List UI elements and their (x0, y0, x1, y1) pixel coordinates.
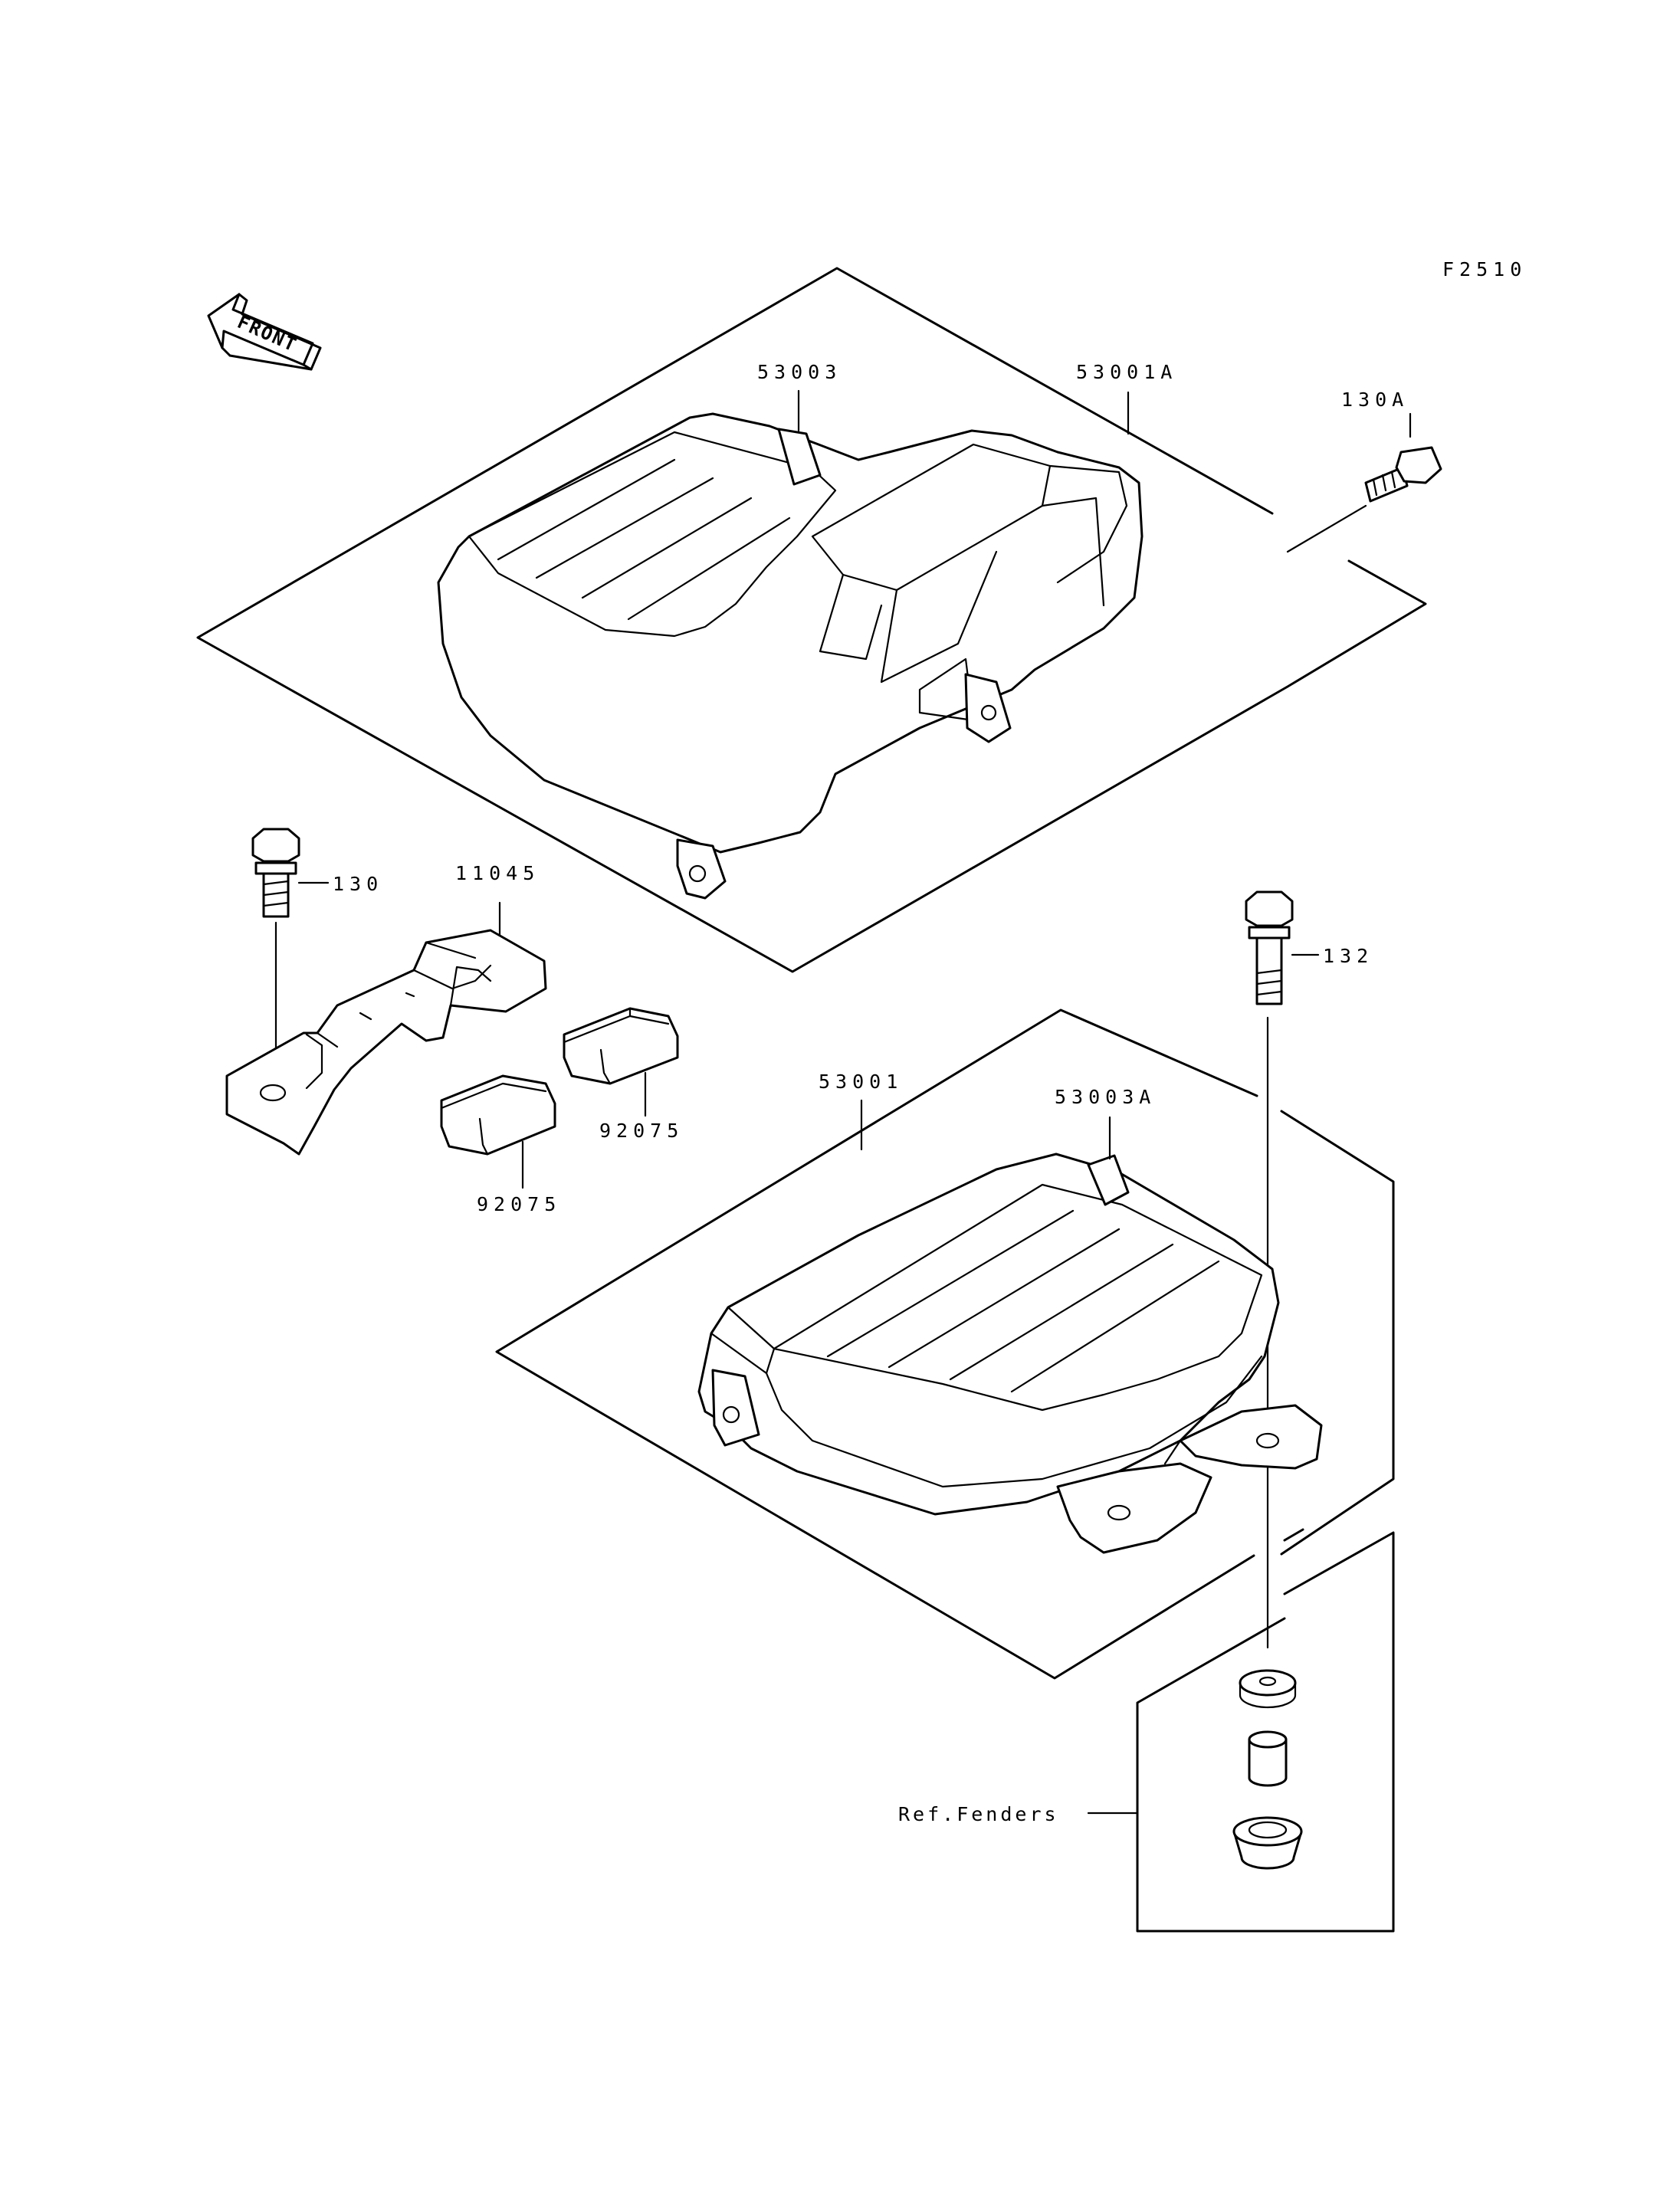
bracket-11045 (225, 929, 547, 1156)
upper-reference-plane (196, 267, 1427, 973)
callout-11045: 11045 (455, 862, 540, 884)
callout-53003: 53003 (757, 361, 842, 383)
fender-grommet-2-icon (1232, 1816, 1303, 1870)
callout-53001a: 53001A (1076, 361, 1177, 383)
callout-132: 132 (1323, 945, 1373, 967)
bolt-130-icon (251, 828, 300, 918)
bolt-132-icon (1245, 890, 1294, 1005)
rear-seat-53001a (437, 412, 1144, 900)
callout-53001: 53001 (819, 1071, 903, 1093)
front-arrow-icon: FRONT (207, 293, 322, 371)
leader-130a-to-plane (1286, 504, 1367, 553)
callout-130a: 130A (1341, 389, 1409, 411)
pad-92075-upper (563, 1007, 679, 1085)
bolt-130a-icon (1364, 446, 1442, 503)
callout-130: 130 (333, 873, 383, 895)
figure-code: F2510 (1442, 258, 1527, 280)
callout-ref-fenders: Ref.Fenders (898, 1803, 1059, 1825)
ref-fenders-box (1136, 1531, 1395, 1933)
fender-grommet-1-icon (1239, 1669, 1297, 1709)
fender-collar-icon (1248, 1730, 1288, 1787)
pad-92075-lower (440, 1074, 556, 1156)
callout-92075-upper: 92075 (599, 1120, 684, 1142)
front-seat-53001 (697, 1153, 1323, 1554)
callout-92075-lower: 92075 (477, 1193, 561, 1215)
lower-plane-right-edge (1280, 1110, 1395, 1556)
callout-53003a: 53003A (1055, 1086, 1156, 1108)
lower-reference-plane (495, 1008, 1304, 1680)
